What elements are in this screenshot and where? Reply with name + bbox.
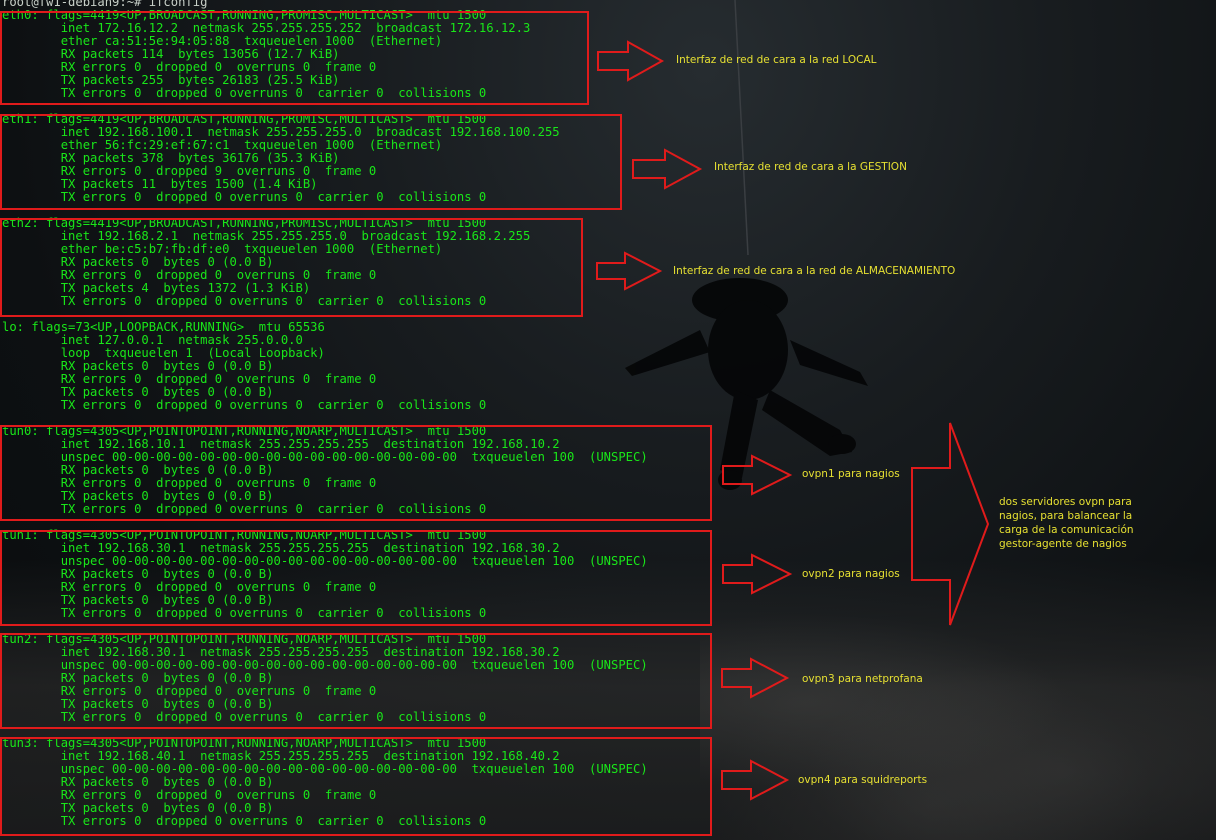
terminal-line: TX packets 0 bytes 0 (0.0 B)	[2, 385, 274, 399]
terminal-line: RX packets 0 bytes 0 (0.0 B)	[2, 671, 274, 685]
terminal-line: TX packets 0 bytes 0 (0.0 B)	[2, 801, 274, 815]
tun0-arrow-icon	[722, 454, 793, 496]
tun3-highlight-box	[0, 737, 712, 836]
terminal-line: TX errors 0 dropped 0 overruns 0 carrier…	[2, 502, 487, 516]
eth0-arrow-icon	[597, 40, 665, 82]
terminal-line: ether 56:fc:29:ef:67:c1 txqueuelen 1000 …	[2, 138, 443, 152]
eth2-arrow-icon	[596, 251, 663, 291]
eth1-arrow-icon	[632, 148, 703, 190]
terminal-line: RX errors 0 dropped 0 overruns 0 frame 0	[2, 580, 377, 594]
terminal-line: TX packets 0 bytes 0 (0.0 B)	[2, 489, 274, 503]
eth0-annotation: Interfaz de red de cara a la red LOCAL	[676, 54, 877, 66]
tun2-arrow-icon	[721, 657, 790, 699]
tun2-highlight-box	[0, 633, 712, 729]
terminal-line: TX errors 0 dropped 0 overruns 0 carrier…	[2, 710, 487, 724]
terminal-line: RX packets 0 bytes 0 (0.0 B)	[2, 567, 274, 581]
tun0-annotation: ovpn1 para nagios	[802, 468, 900, 480]
terminal-line: unspec 00-00-00-00-00-00-00-00-00-00-00-…	[2, 762, 648, 776]
terminal-line: TX packets 4 bytes 1372 (1.3 KiB)	[2, 281, 311, 295]
terminal-line: TX errors 0 dropped 0 overruns 0 carrier…	[2, 814, 487, 828]
shell-prompt: root@fw1-debian9:~# ifconfig	[2, 0, 208, 9]
terminal-line: ether ca:51:5e:94:05:88 txqueuelen 1000 …	[2, 34, 443, 48]
terminal-line: unspec 00-00-00-00-00-00-00-00-00-00-00-…	[2, 450, 648, 464]
terminal-line: inet 192.168.2.1 netmask 255.255.255.0 b…	[2, 229, 531, 243]
eth1-highlight-box	[0, 114, 622, 210]
terminal-line: inet 192.168.40.1 netmask 255.255.255.25…	[2, 749, 560, 763]
tun1-highlight-box	[0, 530, 712, 626]
terminal-line: TX errors 0 dropped 0 overruns 0 carrier…	[2, 86, 487, 100]
terminal-line: inet 192.168.30.1 netmask 255.255.255.25…	[2, 645, 560, 659]
terminal-line: ether be:c5:b7:fb:df:e0 txqueuelen 1000 …	[2, 242, 443, 256]
terminal-line: inet 172.16.12.2 netmask 255.255.255.252…	[2, 21, 531, 35]
terminal-line: TX errors 0 dropped 0 overruns 0 carrier…	[2, 606, 487, 620]
terminal-line: tun3: flags=4305<UP,POINTOPOINT,RUNNING,…	[2, 736, 487, 750]
eth2-highlight-box	[0, 218, 583, 317]
terminal-line: TX errors 0 dropped 0 overruns 0 carrier…	[2, 398, 487, 412]
terminal-line: tun2: flags=4305<UP,POINTOPOINT,RUNNING,…	[2, 632, 487, 646]
terminal-line: TX errors 0 dropped 0 overruns 0 carrier…	[2, 190, 487, 204]
terminal-line: inet 192.168.100.1 netmask 255.255.255.0…	[2, 125, 560, 139]
terminal-line: TX packets 0 bytes 0 (0.0 B)	[2, 697, 274, 711]
terminal-line: loop txqueuelen 1 (Local Loopback)	[2, 346, 325, 360]
terminal-line: RX packets 0 bytes 0 (0.0 B)	[2, 255, 274, 269]
terminal-line: TX packets 11 bytes 1500 (1.4 KiB)	[2, 177, 318, 191]
terminal-line: RX packets 378 bytes 36176 (35.3 KiB)	[2, 151, 340, 165]
terminal-line: RX errors 0 dropped 0 overruns 0 frame 0	[2, 788, 377, 802]
terminal-line: unspec 00-00-00-00-00-00-00-00-00-00-00-…	[2, 554, 648, 568]
terminal-line: RX errors 0 dropped 0 overruns 0 frame 0	[2, 268, 377, 282]
eth1-annotation: Interfaz de red de cara a la GESTION	[714, 161, 907, 173]
terminal-line: TX errors 0 dropped 0 overruns 0 carrier…	[2, 294, 487, 308]
terminal-line: RX packets 114 bytes 13056 (12.7 KiB)	[2, 47, 340, 61]
terminal-line: RX packets 0 bytes 0 (0.0 B)	[2, 359, 274, 373]
eth0-highlight-box	[0, 11, 589, 105]
terminal-line: RX errors 0 dropped 0 overruns 0 frame 0	[2, 372, 377, 386]
terminal-line: tun0: flags=4305<UP,POINTOPOINT,RUNNING,…	[2, 424, 487, 438]
terminal-line: TX packets 255 bytes 26183 (25.5 KiB)	[2, 73, 340, 87]
terminal-line: RX packets 0 bytes 0 (0.0 B)	[2, 463, 274, 477]
terminal-line: RX errors 0 dropped 0 overruns 0 frame 0	[2, 60, 377, 74]
tun2-annotation: ovpn3 para netprofana	[802, 673, 923, 685]
nagios-group-arrow-icon	[911, 422, 990, 626]
tun3-annotation: ovpn4 para squidreports	[798, 774, 928, 786]
terminal-line: RX errors 0 dropped 0 overruns 0 frame 0	[2, 684, 377, 698]
terminal-line: inet 192.168.30.1 netmask 255.255.255.25…	[2, 541, 560, 555]
tun1-annotation: ovpn2 para nagios	[802, 568, 900, 580]
tun3-arrow-icon	[721, 759, 790, 801]
terminal-line: RX errors 0 dropped 9 overruns 0 frame 0	[2, 164, 377, 178]
terminal-line: unspec 00-00-00-00-00-00-00-00-00-00-00-…	[2, 658, 648, 672]
terminal-line: RX packets 0 bytes 0 (0.0 B)	[2, 775, 274, 789]
terminal-line: RX errors 0 dropped 0 overruns 0 frame 0	[2, 476, 377, 490]
terminal-line: inet 192.168.10.1 netmask 255.255.255.25…	[2, 437, 560, 451]
terminal-line: lo: flags=73<UP,LOOPBACK,RUNNING> mtu 65…	[2, 320, 325, 334]
terminal-line: TX packets 0 bytes 0 (0.0 B)	[2, 593, 274, 607]
eth2-annotation: Interfaz de red de cara a la red de ALMA…	[673, 265, 956, 277]
terminal-line: inet 127.0.0.1 netmask 255.0.0.0	[2, 333, 303, 347]
tun0-highlight-box	[0, 425, 712, 521]
nagios-group-annotation: dos servidores ovpn para nagios, para ba…	[999, 496, 1134, 550]
tun1-arrow-icon	[722, 553, 793, 595]
